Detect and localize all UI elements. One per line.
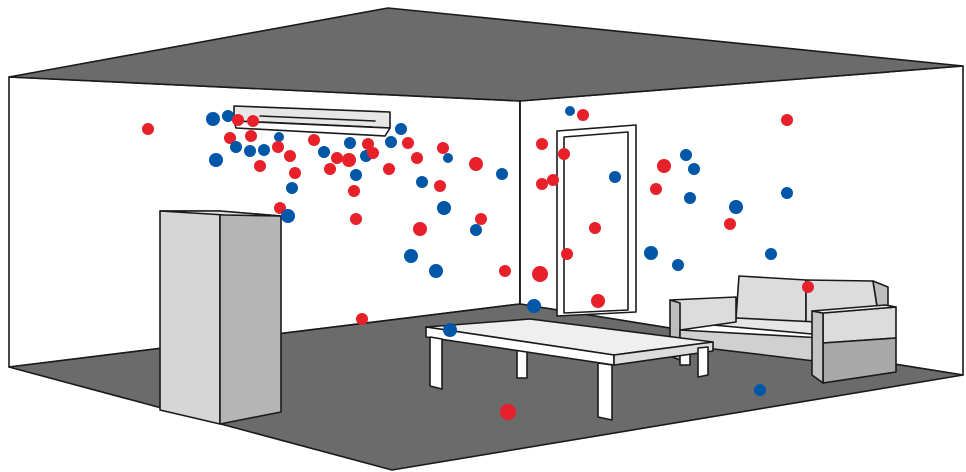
red-particle (272, 141, 284, 153)
red-particle (577, 109, 589, 121)
blue-particle (209, 153, 223, 167)
blue-particle (729, 200, 743, 214)
red-particle (342, 153, 356, 167)
red-particle (245, 130, 257, 142)
red-particle (413, 222, 427, 236)
red-particle (547, 174, 559, 186)
blue-particle (385, 136, 397, 148)
red-particle (232, 114, 244, 126)
red-particle (536, 178, 548, 190)
red-particle (475, 213, 487, 225)
blue-particle (274, 132, 284, 142)
blue-particle (688, 163, 700, 175)
red-particle (331, 152, 343, 164)
red-particle (142, 123, 154, 135)
red-particle (589, 222, 601, 234)
blue-particle (496, 168, 508, 180)
blue-particle (429, 264, 443, 278)
blue-particle (609, 171, 621, 183)
red-particle (802, 281, 814, 293)
red-particle (657, 159, 671, 173)
red-particle (558, 148, 570, 160)
red-particle (591, 294, 605, 308)
blue-particle (350, 169, 362, 181)
red-particle (532, 266, 548, 282)
blue-particle (258, 144, 270, 156)
red-particle (350, 213, 362, 225)
storage-cabinet (160, 211, 281, 424)
red-particle (308, 134, 320, 146)
blue-particle (244, 145, 256, 157)
red-particle (356, 313, 368, 325)
red-particle (383, 163, 395, 175)
red-particle (724, 218, 736, 230)
red-particle (254, 160, 266, 172)
blue-particle (281, 209, 295, 223)
red-particle (650, 183, 662, 195)
blue-particle (206, 112, 220, 126)
blue-particle (680, 149, 692, 161)
red-particle (367, 147, 379, 159)
blue-particle (395, 123, 407, 135)
blue-particle (344, 137, 356, 149)
red-particle (781, 114, 793, 126)
blue-particle (416, 176, 428, 188)
red-particle (469, 157, 483, 171)
red-particle (500, 404, 516, 420)
red-particle (289, 167, 301, 179)
blue-particle (765, 248, 777, 260)
red-particle (536, 138, 548, 150)
red-particle (437, 142, 449, 154)
red-particle (561, 248, 573, 260)
red-particle (434, 180, 446, 192)
blue-particle (443, 323, 457, 337)
blue-particle (754, 384, 766, 396)
blue-particle (672, 259, 684, 271)
blue-particle (781, 187, 793, 199)
red-particle (348, 185, 360, 197)
red-particle (284, 150, 296, 162)
blue-particle (437, 201, 451, 215)
red-particle (324, 163, 336, 175)
blue-particle (470, 224, 482, 236)
blue-particle (443, 153, 453, 163)
red-particle (499, 265, 511, 277)
blue-particle (286, 182, 298, 194)
blue-particle (684, 192, 696, 204)
red-particle (402, 137, 414, 149)
red-particle (411, 152, 423, 164)
blue-particle (230, 141, 242, 153)
blue-particle (318, 146, 330, 158)
blue-particle (404, 249, 418, 263)
blue-particle (565, 106, 575, 116)
blue-particle (644, 246, 658, 260)
blue-particle (527, 299, 541, 313)
red-particle (247, 115, 259, 127)
